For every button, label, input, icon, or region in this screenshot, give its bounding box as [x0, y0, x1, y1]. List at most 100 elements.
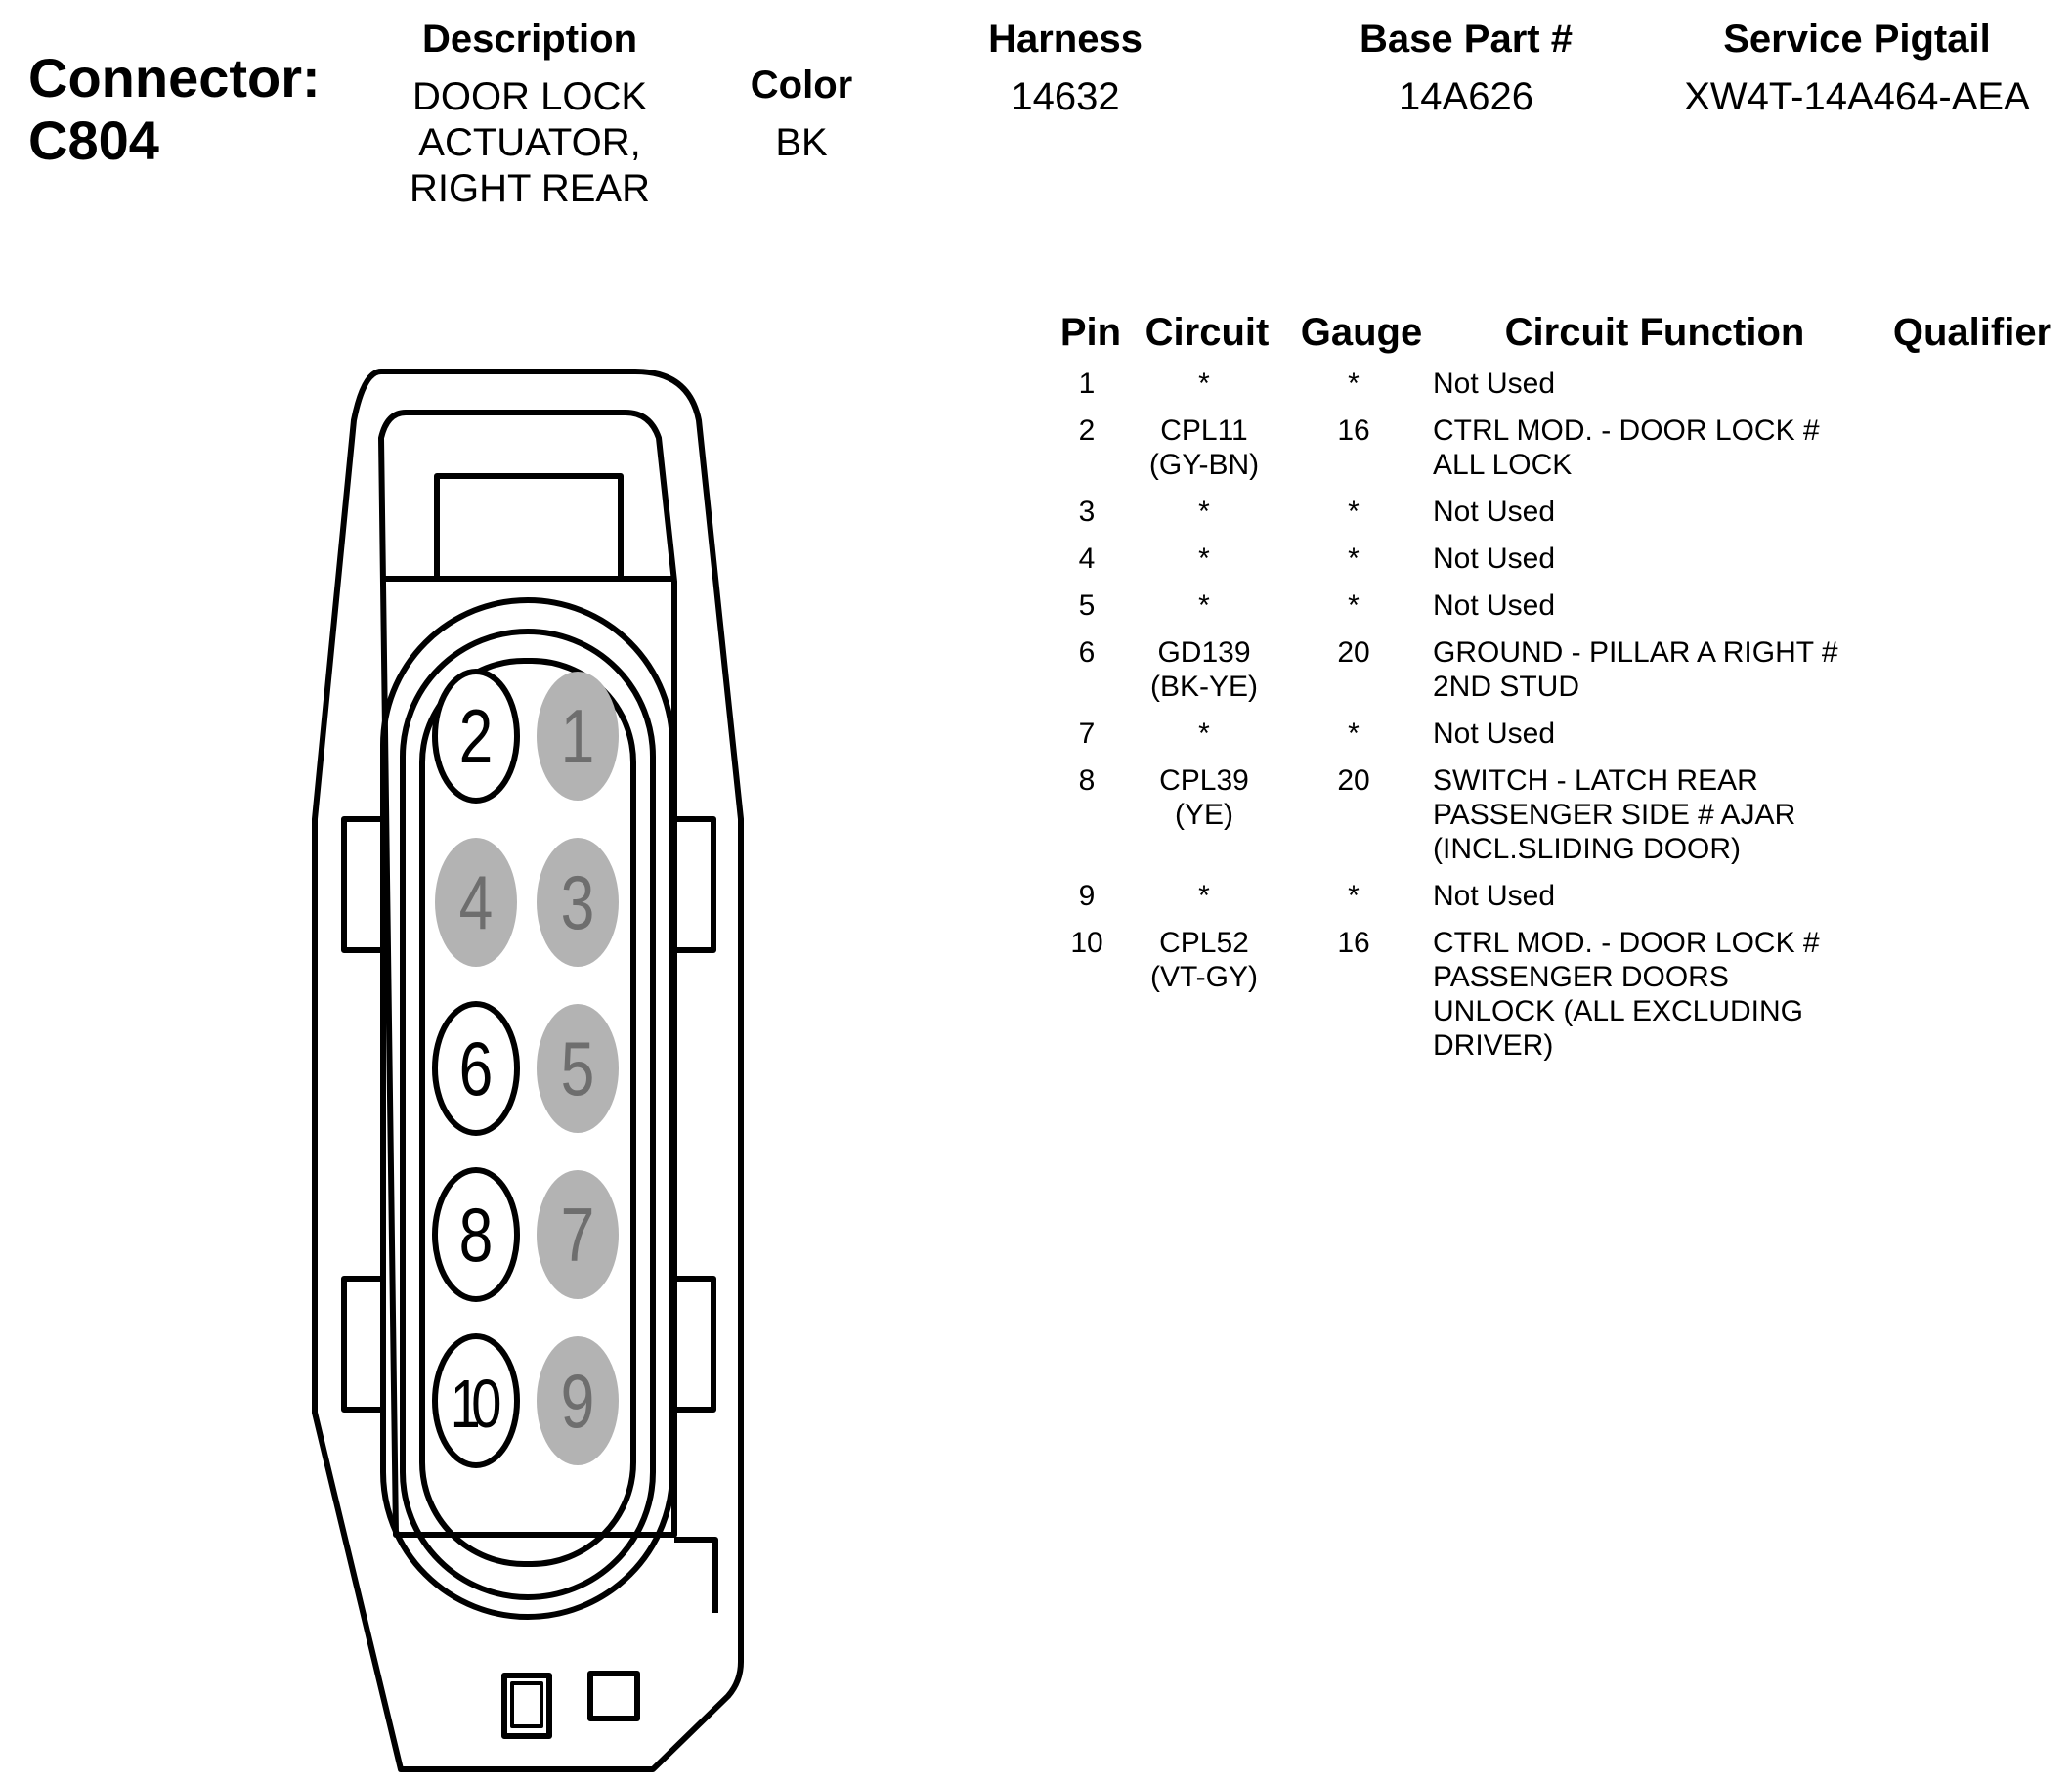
function-cell-line: (INCL.SLIDING DOOR)	[1433, 833, 1742, 865]
housing-outline	[312, 369, 744, 1772]
description-line: DOOR LOCK	[411, 75, 648, 118]
pin-number: 3	[1078, 496, 1096, 528]
circuit-cell: *	[1116, 542, 1292, 576]
gauge-column-header: Gauge	[1300, 311, 1423, 354]
function-cell: Not Used	[1433, 495, 1892, 529]
circuit-cell-line: CPL52	[1159, 927, 1249, 959]
base-part-header: Base Part #	[1360, 18, 1573, 61]
function-cell-line: SWITCH - LATCH REAR	[1433, 764, 1758, 797]
circuit-cell-line: (GY-BN)	[1148, 449, 1260, 481]
cavity-number-6: 6	[459, 1025, 494, 1110]
circuit-cell-line: *	[1198, 543, 1210, 575]
circuit-cell-line: *	[1198, 368, 1210, 400]
description-line: RIGHT REAR	[410, 167, 650, 210]
cavity-5	[537, 1004, 619, 1133]
function-cell-line: CTRL MOD. - DOOR LOCK #	[1433, 927, 1820, 959]
cavity-frame-inner	[419, 658, 636, 1567]
gauge-cell: 16	[1337, 927, 1370, 959]
keying-square-left	[501, 1673, 552, 1739]
circuit-cell-line: *	[1198, 589, 1210, 622]
harness-header: Harness	[988, 18, 1143, 61]
function-cell: Not Used	[1433, 717, 1892, 751]
circuit-cell-line: CPL39	[1159, 764, 1249, 797]
side-tab-right-lower	[674, 1276, 716, 1413]
side-notch-right	[674, 1537, 718, 1613]
circuit-cell: GD139(BK-YE)	[1116, 635, 1292, 704]
circuit-cell-line: (BK-YE)	[1149, 671, 1258, 703]
function-cell-line: Not Used	[1433, 880, 1556, 912]
gauge-cell: *	[1348, 543, 1360, 575]
circuit-cell: CPL39(YE)	[1116, 763, 1292, 832]
circuit-cell-line: (YE)	[1175, 799, 1233, 831]
service-pigtail-header: Service Pigtail	[1723, 18, 1991, 61]
cavity-4	[435, 838, 517, 967]
latch-rectangle	[434, 473, 624, 582]
circuit-cell-line: CPL11	[1160, 414, 1248, 447]
function-cell-line: UNLOCK (ALL EXCLUDING	[1433, 995, 1803, 1027]
pin-number: 8	[1078, 764, 1096, 797]
circuit-column-header: Circuit	[1144, 311, 1270, 354]
function-cell-line: PASSENGER DOORS	[1433, 961, 1729, 993]
circuit-cell: CPL52(VT-GY)	[1116, 926, 1292, 994]
gauge-cell: 20	[1337, 764, 1370, 797]
circuit-cell: *	[1116, 495, 1292, 529]
function-cell: Not Used	[1433, 588, 1892, 623]
function-cell: CTRL MOD. - DOOR LOCK #ALL LOCK	[1433, 413, 1892, 482]
function-cell: Not Used	[1433, 367, 1892, 401]
circuit-cell: *	[1116, 879, 1292, 913]
cavity-number-9: 9	[561, 1358, 595, 1443]
pin-number: 10	[1070, 927, 1103, 959]
cavity-10	[432, 1333, 520, 1468]
function-cell-line: Not Used	[1433, 496, 1556, 528]
pin-number: 4	[1078, 543, 1096, 575]
cavity-number-10: 10	[451, 1367, 502, 1442]
circuit-cell-line: GD139	[1157, 636, 1251, 669]
function-cell: GROUND - PILLAR A RIGHT #2ND STUD	[1433, 635, 1892, 704]
pin-number: 6	[1078, 636, 1096, 669]
pin-number: 7	[1078, 718, 1096, 750]
color-value: BK	[775, 121, 828, 164]
circuit-cell: *	[1116, 717, 1292, 751]
cavity-1	[537, 672, 619, 801]
function-cell-line: Not Used	[1433, 368, 1556, 400]
side-tab-left-upper	[341, 816, 386, 953]
function-cell-line: DRIVER)	[1433, 1029, 1554, 1062]
connector-label: Connector:	[28, 47, 321, 109]
pin-column-header: Pin	[1059, 311, 1122, 354]
keying-square-right	[587, 1671, 640, 1721]
circuit-cell: *	[1116, 367, 1292, 401]
cavity-7	[537, 1170, 619, 1299]
cavity-number-4: 4	[459, 859, 494, 944]
function-cell-line: Not Used	[1433, 589, 1556, 622]
circuit-cell: *	[1116, 588, 1292, 623]
gauge-cell: *	[1348, 368, 1360, 400]
cavity-number-1: 1	[561, 693, 595, 778]
cavity-3	[537, 838, 619, 967]
side-tab-right-upper	[674, 816, 716, 953]
circuit-cell-line: *	[1198, 496, 1210, 528]
harness-value: 14632	[1011, 75, 1120, 118]
circuit-cell-line: (VT-GY)	[1150, 961, 1258, 993]
gauge-cell: *	[1348, 589, 1360, 622]
cavity-9	[537, 1336, 619, 1465]
circuit-cell-line: *	[1198, 880, 1210, 912]
description-value: DOOR LOCK ACTUATOR, RIGHT REAR	[383, 74, 676, 212]
circuit-cell: CPL11(GY-BN)	[1116, 413, 1292, 482]
cavity-number-8: 8	[459, 1192, 494, 1277]
connector-id: C804	[28, 109, 159, 171]
function-cell-line: Not Used	[1433, 718, 1556, 750]
pin-number: 9	[1078, 880, 1096, 912]
base-part-value: 14A626	[1399, 75, 1533, 118]
service-pigtail-value: XW4T-14A464-AEA	[1684, 75, 2030, 118]
gauge-cell: 20	[1337, 636, 1370, 669]
cavity-8	[432, 1167, 520, 1302]
cavity-2	[432, 669, 520, 804]
function-cell-line: GROUND - PILLAR A RIGHT #	[1433, 636, 1838, 669]
cavity-number-2: 2	[459, 693, 494, 778]
function-cell-line: PASSENGER SIDE # AJAR	[1433, 799, 1796, 831]
function-cell-line: ALL LOCK	[1433, 449, 1573, 481]
gauge-cell: *	[1348, 496, 1360, 528]
